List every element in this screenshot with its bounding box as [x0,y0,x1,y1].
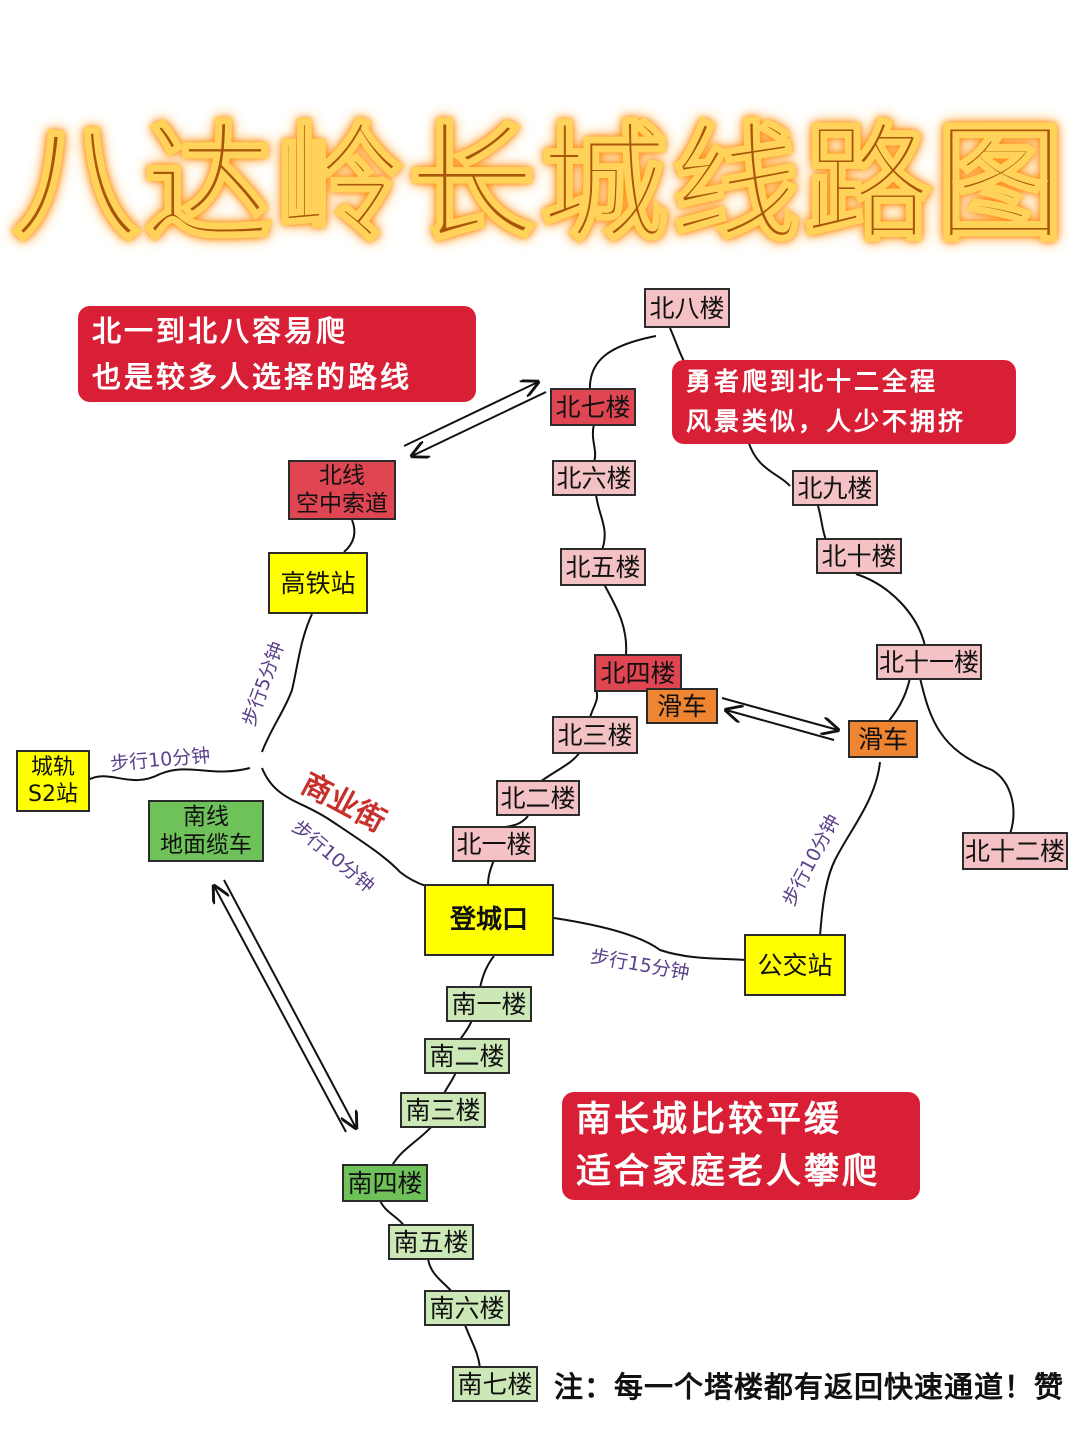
line-hsr-junction [261,613,313,753]
node-nan6[interactable]: 南六楼 [424,1290,510,1326]
line-nan3-nan4 [391,1125,433,1167]
arrow-south-down [223,879,356,1128]
line-nan4-nan5 [379,1199,405,1227]
node-nan3[interactable]: 南三楼 [400,1092,486,1128]
node-bei10[interactable]: 北十楼 [816,538,902,574]
node-bei8[interactable]: 北八楼 [644,288,730,328]
line-bei7-bei6 [591,423,597,463]
node-bei12[interactable]: 北十二楼 [962,832,1068,870]
node-nan5[interactable]: 南五楼 [388,1224,474,1260]
callout-north-route: 北一到北八容易爬 也是较多人选择的路线 [78,306,476,402]
node-nan1[interactable]: 南一楼 [446,986,532,1022]
node-bei4[interactable]: 北四楼 [594,654,682,692]
arrow-south-up [214,886,347,1133]
line-bei11-bei12 [919,677,1015,835]
node-bei9[interactable]: 北九楼 [792,470,878,506]
line-s2-junction [87,767,251,782]
node-bei3[interactable]: 北三楼 [552,716,638,754]
node-hsr-station[interactable]: 高铁站 [268,552,368,614]
node-bus-station[interactable]: 公交站 [744,934,846,996]
line-nan1-nan2 [459,1019,473,1041]
line-brave-bei9 [747,439,791,487]
node-south-cable[interactable]: 南线 地面缆车 [148,800,264,862]
arrow-cable-north-up [403,382,538,447]
arrow-slide-left [726,710,835,741]
line-slide-bus [819,761,881,937]
line-cable-hsr [343,519,356,553]
node-bei5[interactable]: 北五楼 [560,548,646,586]
node-slide-right[interactable]: 滑车 [848,720,918,758]
node-bei6[interactable]: 北六楼 [552,460,636,496]
node-nan2[interactable]: 南二楼 [424,1038,510,1074]
page-title: 八达岭长城线路图 [10,109,1068,261]
callout-south-route: 南长城比较平缓 适合家庭老人攀爬 [562,1092,920,1200]
node-nan4[interactable]: 南四楼 [342,1164,428,1202]
node-slide-left[interactable]: 滑车 [646,688,718,724]
line-junction-entrance [261,767,427,887]
line-entrance-bus [553,917,747,961]
line-nan2-nan3 [443,1071,457,1095]
line-bei9-bei10 [817,505,827,541]
footnote: 注：每一个塔楼都有返回快速通道！赞 [554,1370,1065,1404]
line-bei3-bei2 [539,751,581,783]
node-nan7[interactable]: 南七楼 [452,1366,538,1402]
line-bei5-bei4 [603,583,628,655]
line-bei8-bei7 [588,335,657,393]
node-bei1[interactable]: 北一楼 [452,826,536,862]
line-bei1-entrance [487,859,495,887]
line-nan6-nan7 [463,1321,481,1369]
node-bei7[interactable]: 北七楼 [550,388,636,426]
node-bei11[interactable]: 北十一楼 [876,644,982,680]
node-s2-station[interactable]: 城轨 S2站 [16,750,90,812]
line-nan5-nan6 [427,1257,453,1293]
node-north-cable[interactable]: 北线 空中索道 [288,460,396,520]
line-entrance-nan1 [479,955,495,989]
callout-brave-route: 勇者爬到北十二全程 风景类似，人少不拥挤 [672,360,1016,444]
arrow-slide-right [721,697,838,730]
line-bei10-bei11 [855,573,926,647]
arrow-cable-north-down [412,391,547,456]
node-entrance[interactable]: 登城口 [424,884,554,956]
node-bei2[interactable]: 北二楼 [496,780,580,816]
line-bei4-bei3 [589,689,599,719]
line-bei6-bei5 [595,493,606,551]
line-bei11-slide [887,677,911,723]
